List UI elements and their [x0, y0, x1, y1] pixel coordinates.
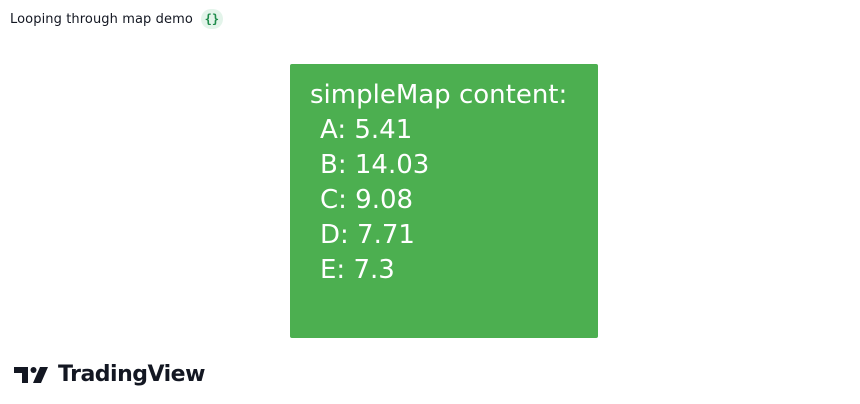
map-row-e: E: 7.3	[320, 255, 395, 285]
script-title: Looping through map demo	[10, 11, 193, 27]
code-braces-icon[interactable]: {}	[200, 9, 223, 29]
script-header: Looping through map demo {}	[10, 9, 223, 29]
panel-heading: simpleMap content:	[310, 80, 568, 110]
simplemap-panel: simpleMap content: A: 5.41 B: 14.03 C: 9…	[290, 64, 598, 338]
tradingview-logo-icon	[14, 366, 48, 383]
map-row-b: B: 14.03	[320, 150, 430, 180]
tradingview-logo-text: TradingView	[58, 362, 205, 387]
map-row-d: D: 7.71	[320, 220, 415, 250]
map-row-c: C: 9.08	[320, 185, 414, 215]
tradingview-logo[interactable]: TradingView	[14, 362, 205, 387]
map-row-a: A: 5.41	[320, 115, 413, 145]
